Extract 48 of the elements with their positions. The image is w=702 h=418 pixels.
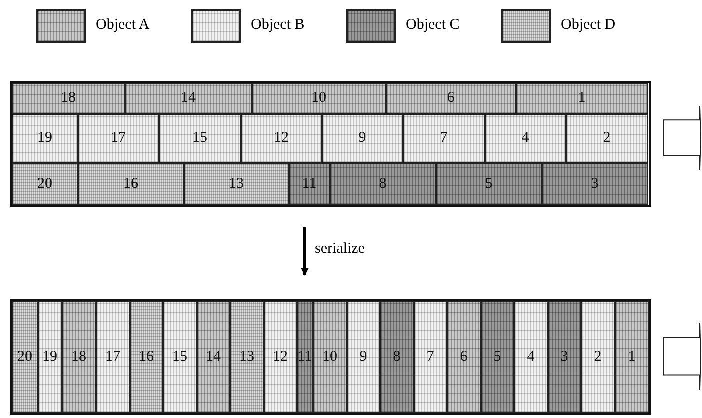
data-block: 6 (447, 301, 481, 413)
data-block: 4 (514, 301, 548, 413)
data-block: 1 (615, 301, 649, 413)
data-block: 9 (322, 114, 403, 163)
data-block: 18 (12, 83, 125, 114)
data-block: 20 (12, 301, 38, 413)
data-block: 10 (313, 301, 347, 413)
data-block: 16 (78, 163, 184, 205)
data-block: 7 (414, 301, 447, 413)
data-block: 11 (289, 163, 330, 205)
legend-label: Object A (96, 17, 150, 34)
data-block: 17 (96, 301, 130, 413)
legend-label: Object B (251, 17, 305, 34)
legend-label: Object D (561, 17, 616, 34)
block-row-band (12, 83, 649, 205)
data-block: 16 (130, 301, 163, 413)
data-block: 9 (347, 301, 380, 413)
data-block: 6 (386, 83, 516, 114)
data-block: 11 (297, 301, 313, 413)
data-block: 19 (12, 114, 78, 163)
data-block: 2 (566, 114, 648, 163)
data-block: 13 (184, 163, 289, 205)
data-block: 2 (581, 301, 615, 413)
data-block: 14 (197, 301, 230, 413)
data-block: 3 (542, 163, 648, 205)
edge-label: serialize (315, 241, 365, 258)
data-block: 3 (548, 301, 581, 413)
block-row-band (12, 301, 649, 413)
data-block: 20 (12, 163, 78, 205)
data-block: 12 (241, 114, 322, 163)
data-block: 5 (481, 301, 514, 413)
data-block: 10 (252, 83, 386, 114)
data-block: 8 (380, 301, 414, 413)
data-block: 7 (403, 114, 485, 163)
data-block: 18 (62, 301, 96, 413)
data-block: 4 (485, 114, 566, 163)
data-block: 17 (78, 114, 159, 163)
arrow (301, 227, 309, 276)
data-block: 1 (516, 83, 648, 114)
data-block: 8 (330, 163, 436, 205)
legend-label: Object C (406, 17, 460, 34)
data-block: 15 (159, 114, 241, 163)
data-block: 5 (436, 163, 542, 205)
data-block: 13 (230, 301, 264, 413)
data-block: 14 (125, 83, 252, 114)
data-block: 15 (163, 301, 197, 413)
data-block: 12 (264, 301, 297, 413)
data-block: 19 (38, 301, 62, 413)
